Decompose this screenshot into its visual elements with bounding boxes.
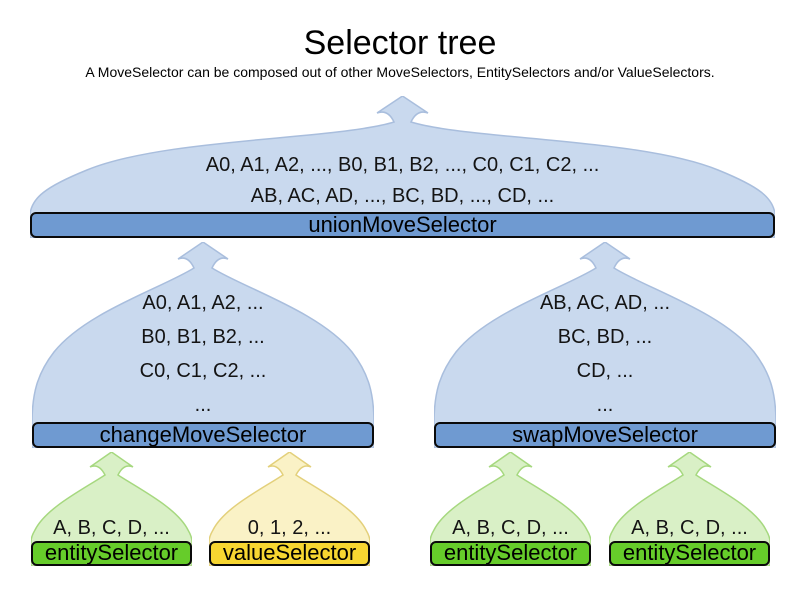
selection-line: C0, C1, C2, ... bbox=[139, 360, 267, 382]
node-change-move-selector: A0, A1, A2, ... B0, B1, B2, ... C0, C1, … bbox=[32, 242, 374, 448]
entity-selector-bar: entitySelector bbox=[31, 541, 192, 566]
change-selection-items: A0, A1, A2, ... B0, B1, B2, ... C0, C1, … bbox=[32, 286, 374, 422]
swap-selection-items: AB, AC, AD, ... BC, BD, ... CD, ... ... bbox=[434, 286, 776, 422]
entity-selector-bar: entitySelector bbox=[430, 541, 591, 566]
node-union-move-selector: A0, A1, A2, ..., B0, B1, B2, ..., C0, C1… bbox=[30, 96, 775, 238]
selection-line: A, B, C, D, ... bbox=[53, 517, 170, 539]
selection-line: A0, A1, A2, ..., B0, B1, B2, ..., C0, C1… bbox=[205, 154, 600, 176]
swap-move-selector-bar: swapMoveSelector bbox=[434, 422, 776, 448]
selection-line: ... bbox=[194, 394, 212, 416]
entity-cloud-arrow-shape bbox=[609, 452, 770, 566]
selection-line: 0, 1, 2, ... bbox=[247, 517, 332, 539]
selection-line: BC, BD, ... bbox=[557, 326, 653, 348]
union-selection-items: A0, A1, A2, ..., B0, B1, B2, ..., C0, C1… bbox=[30, 150, 775, 212]
entity-cloud-arrow-shape bbox=[430, 452, 591, 566]
selection-line: AB, AC, AD, ..., BC, BD, ..., CD, ... bbox=[250, 185, 555, 207]
entity-cloud-arrow-shape bbox=[31, 452, 192, 566]
selection-line: CD, ... bbox=[576, 360, 634, 382]
value-cloud-arrow-shape bbox=[209, 452, 370, 566]
union-move-selector-bar: unionMoveSelector bbox=[30, 212, 775, 238]
node-entity-selector-1: A, B, C, D, ... entitySelector bbox=[31, 452, 192, 566]
selection-line: AB, AC, AD, ... bbox=[539, 292, 671, 314]
selection-line: A, B, C, D, ... bbox=[631, 517, 748, 539]
page-subtitle: A MoveSelector can be composed out of ot… bbox=[85, 64, 715, 80]
entity-selection-items: A, B, C, D, ... bbox=[609, 515, 770, 541]
selection-line: ... bbox=[596, 394, 614, 416]
swap-cloud-arrow-shape bbox=[434, 242, 776, 448]
selection-line: A, B, C, D, ... bbox=[452, 517, 569, 539]
page-title: Selector tree bbox=[303, 24, 497, 62]
node-entity-selector-3: A, B, C, D, ... entitySelector bbox=[609, 452, 770, 566]
node-entity-selector-2: A, B, C, D, ... entitySelector bbox=[430, 452, 591, 566]
node-value-selector: 0, 1, 2, ... valueSelector bbox=[209, 452, 370, 566]
entity-selection-items: A, B, C, D, ... bbox=[430, 515, 591, 541]
entity-selector-bar: entitySelector bbox=[609, 541, 770, 566]
change-move-selector-bar: changeMoveSelector bbox=[32, 422, 374, 448]
node-swap-move-selector: AB, AC, AD, ... BC, BD, ... CD, ... ... … bbox=[434, 242, 776, 448]
union-cloud-arrow-shape bbox=[30, 96, 775, 238]
change-cloud-arrow-shape bbox=[32, 242, 374, 448]
value-selector-bar: valueSelector bbox=[209, 541, 370, 566]
selection-line: B0, B1, B2, ... bbox=[141, 326, 265, 348]
value-selection-items: 0, 1, 2, ... bbox=[209, 515, 370, 541]
selection-line: A0, A1, A2, ... bbox=[142, 292, 264, 314]
entity-selection-items: A, B, C, D, ... bbox=[31, 515, 192, 541]
